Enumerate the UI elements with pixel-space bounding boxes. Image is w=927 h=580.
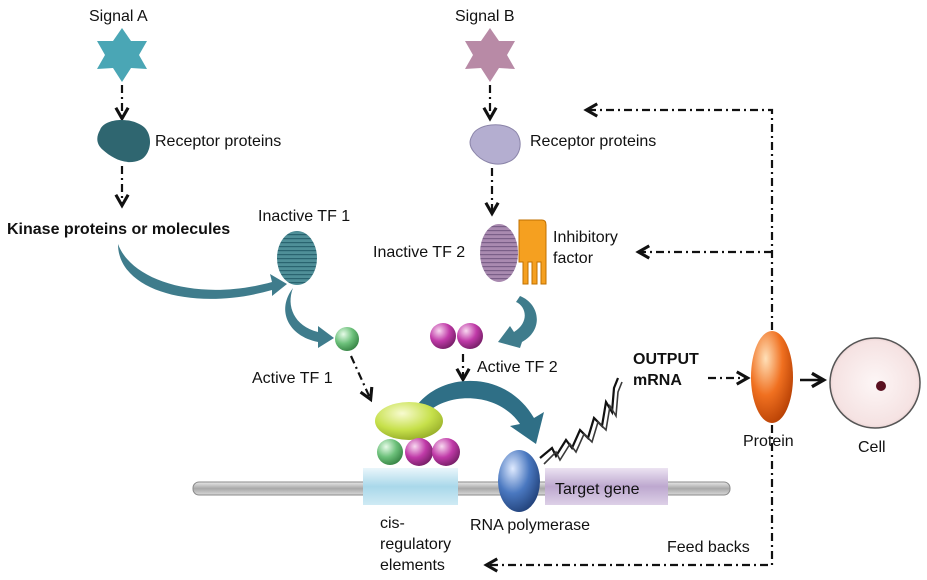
- active-tf1-sphere: [335, 327, 359, 351]
- cis-label-line1: cis-: [380, 515, 405, 532]
- signal-a-star-icon: [97, 28, 147, 82]
- signal-a-label: Signal A: [89, 8, 148, 25]
- tf-complex-pink-sphere-1: [405, 438, 433, 466]
- tf-complex-top: [375, 402, 443, 440]
- receptor-a-shape: [97, 119, 151, 163]
- cell-label: Cell: [858, 439, 886, 456]
- cis-label-line3: elements: [380, 557, 445, 574]
- active-tf2-sphere-right: [457, 323, 483, 349]
- receptor-a-label: Receptor proteins: [155, 133, 281, 150]
- active-tf2-label: Active TF 2: [477, 359, 558, 376]
- protein-label: Protein: [743, 433, 794, 450]
- inhibitory-label-line2: factor: [553, 250, 594, 267]
- target-gene-label: Target gene: [555, 481, 640, 498]
- feedback-to-receptor-b: [588, 110, 774, 330]
- receptor-b-shape: [469, 124, 521, 165]
- arrow-kinase-to-inactive-tf1: [118, 244, 287, 299]
- inactive-tf2-shape: [480, 224, 518, 282]
- mrna-helix: [539, 377, 623, 465]
- rna-polymerase-shape: [498, 450, 540, 512]
- cell-nucleus: [876, 381, 886, 391]
- arrow-inactive-to-active-tf1: [285, 288, 334, 348]
- receptor-b-label: Receptor proteins: [530, 133, 656, 150]
- arrow-complex-to-polymerase: [418, 380, 544, 444]
- inactive-tf1-label: Inactive TF 1: [258, 208, 350, 225]
- tf-complex-green-sphere: [377, 439, 403, 465]
- arrow-active-tf1-to-complex: [349, 355, 370, 398]
- output-label-line1: OUTPUT: [633, 351, 699, 368]
- output-label-line2: mRNA: [633, 372, 682, 389]
- inactive-tf1-shape: [277, 231, 317, 285]
- inhibitory-factor-shape: [518, 219, 547, 285]
- protein-shape: [751, 331, 793, 423]
- arrow-inactive-to-active-tf2: [498, 296, 537, 348]
- inactive-tf2-label: Inactive TF 2: [373, 244, 465, 261]
- active-tf2-sphere-left: [430, 323, 456, 349]
- feedback-to-cis-elements: [488, 425, 774, 565]
- rna-polymerase-label: RNA polymerase: [470, 517, 590, 534]
- inhibitory-label-line1: Inhibitory: [553, 229, 618, 246]
- cell-shape: [829, 337, 921, 429]
- active-tf1-label: Active TF 1: [252, 370, 333, 387]
- feedbacks-label: Feed backs: [667, 539, 750, 556]
- cis-label-line2: regulatory: [380, 536, 451, 553]
- tf-complex-pink-sphere-2: [432, 438, 460, 466]
- target-gene-region: [545, 468, 668, 505]
- signal-b-star-icon: [465, 28, 515, 82]
- kinase-label: Kinase proteins or molecules: [7, 221, 230, 238]
- signal-b-label: Signal B: [455, 8, 515, 25]
- cis-regulatory-element: [363, 468, 458, 505]
